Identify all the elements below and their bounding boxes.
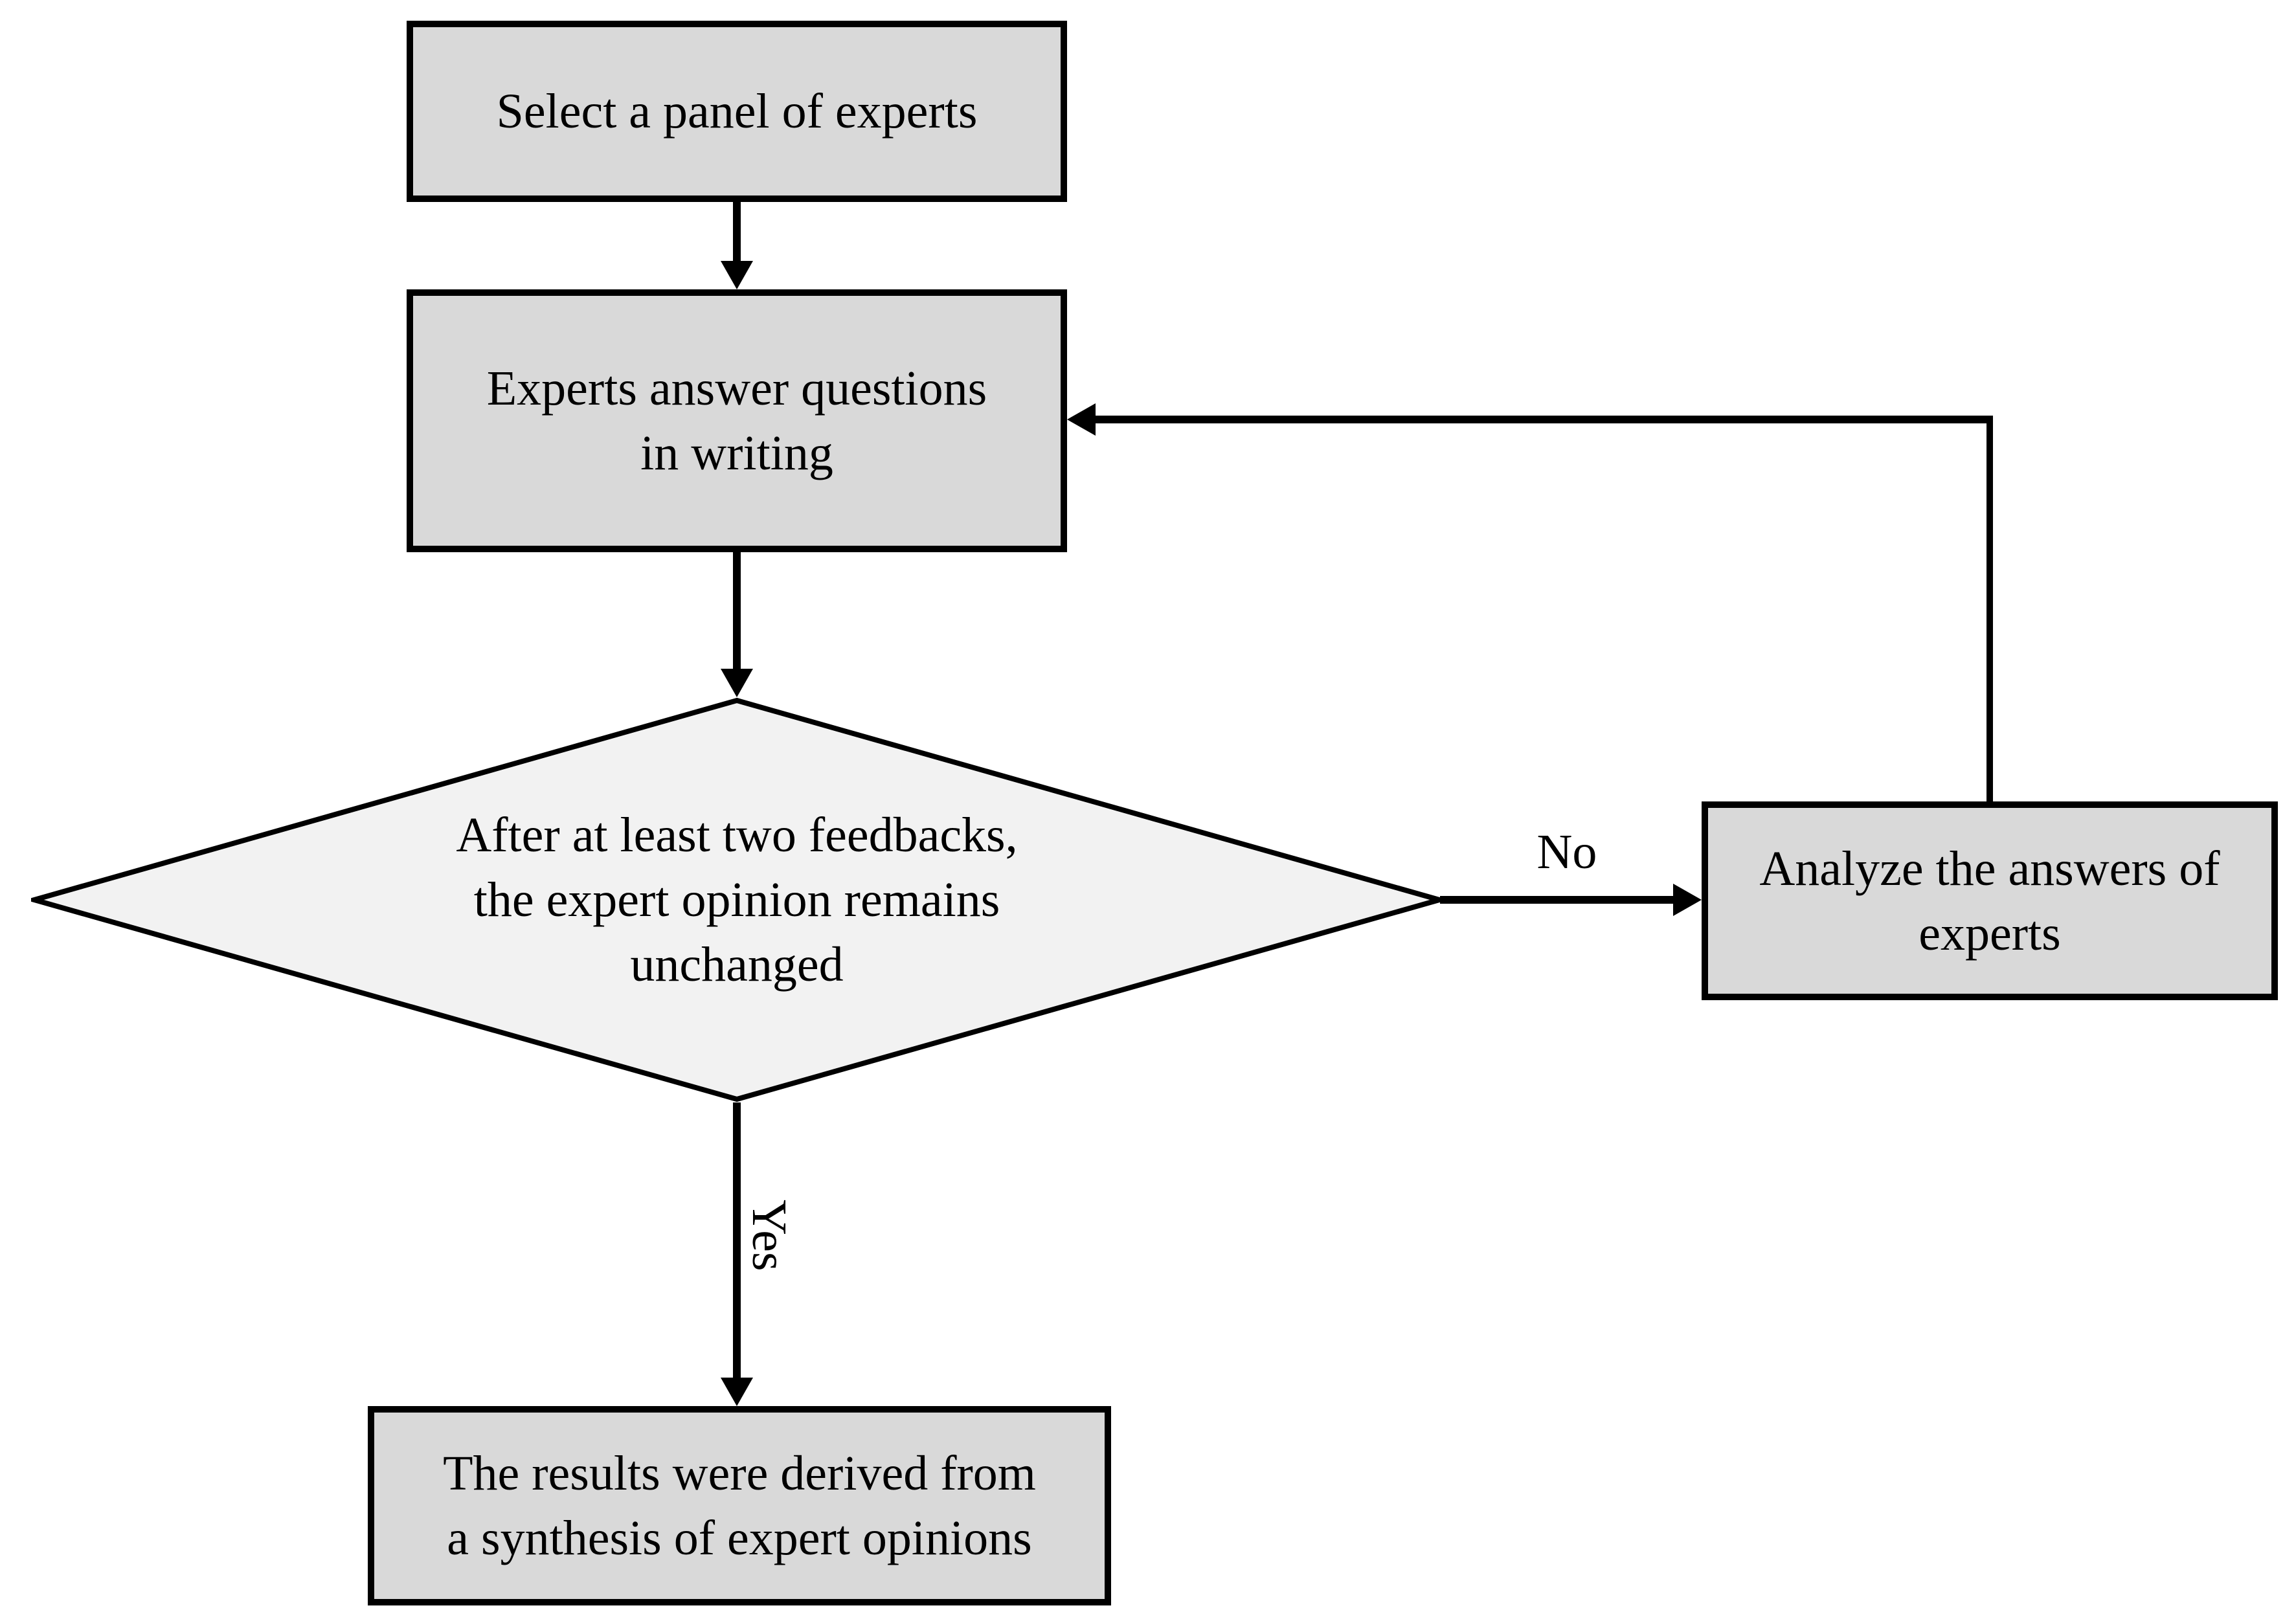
node-label-line: experts	[1919, 906, 2061, 961]
node-label-line: unchanged	[630, 937, 844, 992]
connector-loop-vertical	[1986, 419, 1993, 803]
node-label-line: a synthesis of expert opinions	[447, 1511, 1032, 1565]
arrowhead-left-icon	[1067, 403, 1096, 436]
arrowhead-down-icon	[721, 261, 753, 289]
node-label-line: Analyze the answers of	[1759, 841, 2220, 896]
arrowhead-down-icon	[721, 669, 753, 697]
node-results-synthesis: The results were derived from a synthesi…	[368, 1406, 1111, 1605]
node-label: Select a panel of experts	[496, 84, 978, 139]
connector-yes-branch	[733, 1102, 741, 1380]
connector-loop-horizontal	[1094, 416, 1993, 423]
arrowhead-right-icon	[1673, 884, 1702, 916]
edge-label-no: No	[1536, 825, 1597, 879]
connector-no-branch	[1440, 896, 1676, 904]
decision-diamond-shape	[31, 697, 1443, 1102]
connector-select-to-answer	[733, 202, 741, 263]
node-label-line: After at least two feedbacks,	[456, 808, 1018, 862]
node-analyze-answers: Analyze the answers of experts	[1702, 801, 2278, 1000]
node-label-line: in writing	[640, 426, 833, 480]
node-label-line: The results were derived from	[443, 1446, 1036, 1501]
arrowhead-down-icon	[721, 1378, 753, 1406]
node-label-line: the expert opinion remains	[473, 873, 1000, 927]
node-experts-answer: Experts answer questions in writing	[407, 289, 1067, 552]
node-decision: After at least two feedbacks, the expert…	[96, 697, 1378, 1102]
node-label-line: Experts answer questions	[486, 361, 987, 416]
edge-label-yes: Yes	[742, 1200, 796, 1271]
node-select-panel: Select a panel of experts	[407, 21, 1067, 202]
connector-answer-to-decision	[733, 552, 741, 671]
